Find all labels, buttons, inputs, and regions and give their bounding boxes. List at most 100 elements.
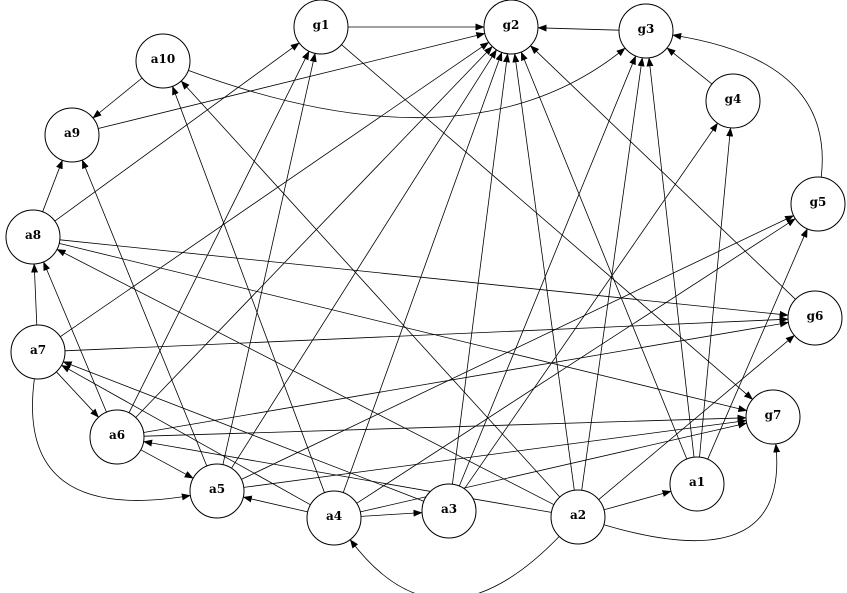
node-label-a5: a5: [209, 482, 225, 496]
edge-a2-to-a6: [143, 439, 552, 513]
node-g4: g4: [705, 73, 761, 129]
node-circle-g6: [787, 290, 843, 346]
node-a4: a4: [306, 490, 362, 546]
node-g7: g7: [745, 389, 801, 445]
node-circle-a4: [306, 490, 362, 546]
node-label-a10: a10: [151, 52, 175, 66]
node-label-g5: g5: [810, 195, 827, 209]
edge-a8-to-g6: [59, 239, 789, 318]
edge-a2-to-g3: [581, 57, 645, 491]
node-label-g3: g3: [638, 22, 655, 36]
edge-a5-to-g5: [241, 215, 795, 480]
node-g5: g5: [790, 176, 846, 232]
node-label-a1: a1: [689, 475, 705, 489]
node-g1: g1: [293, 0, 349, 55]
node-a1: a1: [669, 456, 725, 512]
node-a3: a3: [421, 483, 477, 539]
node-g3: g3: [618, 3, 674, 59]
node-label-g1: g1: [313, 18, 330, 32]
edge-g3-to-g2: [537, 24, 620, 32]
node-circle-g2: [483, 0, 539, 55]
node-circle-a3: [421, 483, 477, 539]
node-a2: a2: [550, 489, 606, 545]
node-label-a8: a8: [25, 228, 41, 242]
edge-a4-to-a7: [61, 364, 311, 506]
node-circle-a7: [10, 324, 66, 380]
node-circle-a1: [669, 456, 725, 512]
node-circle-g4: [705, 73, 761, 129]
edge-a3-to-a7: [62, 361, 424, 502]
node-circle-g7: [745, 389, 801, 445]
edge-a7-to-a5: [32, 378, 191, 501]
edge-a8-to-a9: [42, 159, 63, 212]
node-label-a4: a4: [326, 509, 342, 523]
node-circle-g5: [790, 176, 846, 232]
edge-a2-to-a8: [56, 248, 555, 506]
node-circle-g3: [618, 3, 674, 59]
edge-g6-to-g2: [530, 45, 796, 300]
edge-a2-to-g2: [512, 53, 575, 491]
edge-a2-to-a1: [603, 490, 672, 511]
node-g6: g6: [787, 290, 843, 346]
node-circle-a2: [550, 489, 606, 545]
edge-a4-to-g2: [342, 51, 503, 493]
node-label-a7: a7: [30, 343, 46, 357]
edge-a1-to-g2: [520, 51, 688, 460]
edge-a10-to-g3: [188, 47, 626, 119]
edge-a3-to-g2: [452, 53, 510, 485]
edge-a1-to-g3: [646, 57, 695, 458]
edge-a2-to-g6: [598, 335, 795, 500]
edge-a8-to-g1: [54, 42, 300, 222]
edge-a6-to-g7: [143, 414, 747, 437]
edge-g4-to-g3: [666, 47, 713, 85]
edge-a2-to-g7: [603, 443, 781, 542]
edge-a4-to-a5: [242, 495, 308, 513]
edge-a2-to-a4: [349, 536, 560, 593]
node-label-g4: g4: [725, 92, 742, 106]
node-g2: g2: [483, 0, 539, 55]
edge-a10-to-a9: [92, 77, 143, 119]
node-circle-a5: [189, 463, 245, 519]
node-a5: a5: [189, 463, 245, 519]
node-circle-a8: [5, 209, 61, 265]
edge-a5-to-a9: [81, 159, 208, 467]
node-label-a9: a9: [64, 126, 80, 140]
edge-a2-to-a10: [180, 80, 561, 498]
edge-a6-to-g2: [135, 46, 493, 418]
node-a8: a8: [5, 209, 61, 265]
node-label-a2: a2: [570, 508, 586, 522]
edge-a4-to-g5: [356, 218, 796, 504]
edge-g5-to-g3: [672, 32, 823, 178]
node-circle-a6: [89, 409, 145, 465]
node-a6: a6: [89, 409, 145, 465]
node-circle-a9: [44, 107, 100, 163]
edges-layer: [31, 23, 823, 593]
node-circle-g1: [293, 0, 349, 55]
edge-a1-to-g4: [699, 127, 734, 458]
edge-a9-to-g2: [98, 32, 486, 129]
edge-a7-to-a6: [56, 371, 99, 418]
edge-a6-to-a8: [43, 261, 107, 413]
edge-a6-to-g1: [128, 50, 310, 413]
node-label-g2: g2: [503, 18, 520, 32]
edge-a7-to-a8: [31, 263, 39, 326]
edge-a5-to-g7: [243, 418, 747, 488]
node-label-a6: a6: [109, 428, 125, 442]
edge-a4-to-a10: [172, 85, 325, 493]
edge-a3-to-g4: [464, 122, 718, 490]
node-a7: a7: [10, 324, 66, 380]
edge-a6-to-a5: [140, 449, 194, 479]
nodes-layer: g1 g2 g3 g4 g5 g6 g7 a1 a2 a3 a4 a5 a6 a7 a8 a9 a10: [5, 0, 846, 546]
node-label-g6: g6: [807, 309, 824, 323]
edge-a4-to-a3: [360, 509, 423, 517]
node-circle-a10: [135, 33, 191, 89]
edge-a3-to-g3: [458, 55, 637, 487]
edge-g1-to-g7: [341, 44, 753, 400]
edge-a5-to-g1: [222, 52, 317, 465]
node-a9: a9: [44, 107, 100, 163]
edge-a5-to-g2: [231, 49, 497, 469]
edge-a1-to-g5: [707, 228, 808, 460]
node-label-a3: a3: [441, 502, 457, 516]
edge-a4-to-g7: [360, 421, 748, 513]
